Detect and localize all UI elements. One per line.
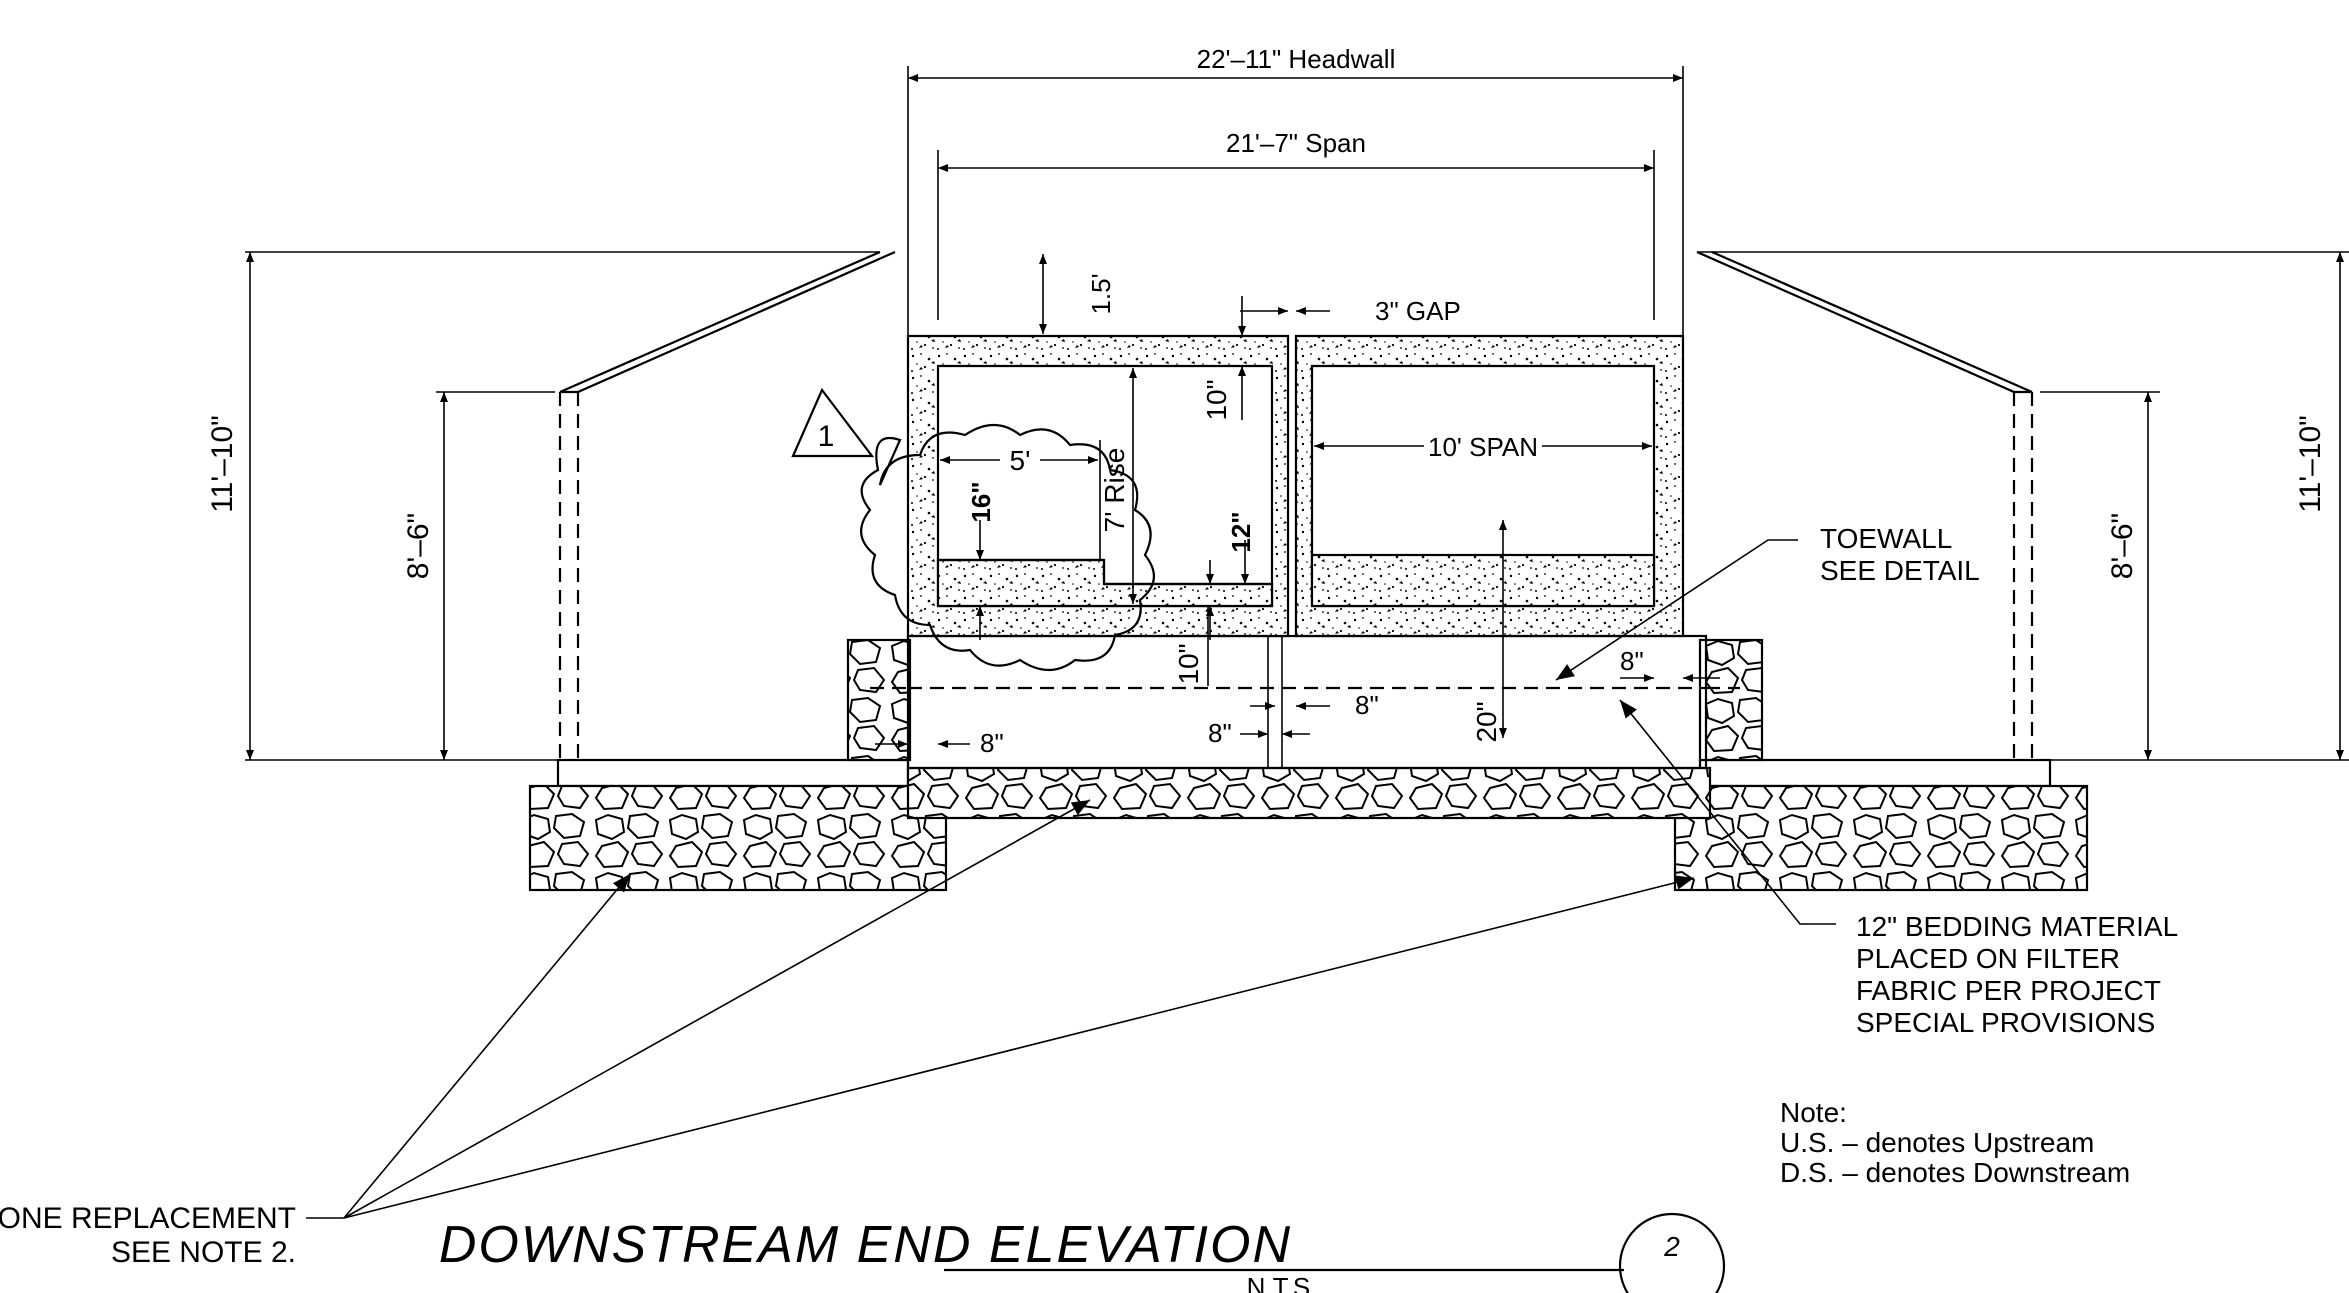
bottom-slab-dimension: 10" [1173, 606, 1209, 686]
drawing-title: DOWNSTREAM END ELEVATION [439, 1216, 1292, 1274]
footing-mid-left-label: 8" [1208, 718, 1232, 748]
left-wingwall-label: 8'–6" [402, 513, 435, 579]
bedding-line3: FABRIC PER PROJECT [1856, 975, 2161, 1006]
cover-dimension: 1.5' [1039, 254, 1116, 334]
bedding-16-dimension: 16" [966, 481, 996, 640]
toewall-line1: TOEWALL [1820, 523, 1952, 554]
bedding-12-label: 12" [1226, 511, 1256, 552]
bedding-16-label: 16" [966, 481, 996, 522]
bedding-line2: PLACED ON FILTER [1856, 943, 2120, 974]
toewall-8-dimension: 8" [1620, 646, 1720, 682]
bedding-line4: SPECIAL PROVISIONS [1856, 1007, 2155, 1038]
left-wingwall-height-dimension: 8'–6" [402, 391, 555, 760]
headwall-dimension: 22'–11" Headwall [907, 44, 1684, 336]
headwall-label: 22'–11" Headwall [1197, 44, 1396, 74]
cell-width-label: 5' [1010, 445, 1031, 476]
cell-width-dimension: 5' [940, 440, 1101, 560]
gap-label: 3" GAP [1375, 296, 1461, 326]
left-height-label: 11'–10" [206, 415, 239, 513]
stone-replacement [528, 638, 2089, 892]
toewall-depth-label: 20" [1471, 701, 1502, 742]
notes-line1: U.S. – denotes Upstream [1780, 1127, 2094, 1158]
right-span-label: 10' SPAN [1428, 432, 1538, 462]
top-slab-label: 10" [1201, 379, 1232, 420]
bedding-callout: 12" BEDDING MATERIAL PLACED ON FILTER FA… [1619, 699, 2178, 1038]
top-slab-dimension: 10" [1201, 296, 1246, 421]
right-wingwall-label: 8'–6" [2106, 513, 2139, 579]
bedding-12-dimension: 12" [1206, 511, 1256, 640]
toewall-callout: TOEWALL SEE DETAIL [1555, 523, 1980, 681]
gap-dimension: 3" GAP [1240, 296, 1461, 326]
right-span-dimension: 10' SPAN [1314, 428, 1652, 462]
revision-triangle: 1 [791, 387, 875, 458]
right-wingwall-height-dimension: 8'–6" [2040, 391, 2160, 760]
stone-line1: TONE REPLACEMENT [0, 1202, 296, 1235]
toewall-depth-dimension: 20" [1471, 520, 1507, 743]
detail-number: 2 [1663, 1231, 1680, 1262]
bottom-slab-label: 10" [1173, 643, 1204, 684]
stone-replacement-callout: TONE REPLACEMENT SEE NOTE 2. [0, 799, 1695, 1269]
notes-line2: D.S. – denotes Downstream [1780, 1157, 2130, 1188]
cover-label: 1.5' [1086, 273, 1116, 314]
footing-8-left-dimension: 8" [875, 728, 1004, 758]
box-culvert [906, 334, 1685, 638]
revision-number: 1 [818, 420, 835, 453]
span-label: 21'–7" Span [1226, 128, 1366, 158]
bedding-line1: 12" BEDDING MATERIAL [1856, 911, 2178, 942]
drawing-scale: N.T.S. [1247, 1272, 1318, 1293]
stone-line2: SEE NOTE 2. [111, 1236, 296, 1269]
notes-heading: Note: [1780, 1097, 1847, 1128]
rise-dimension: 7' Rise [1099, 368, 1137, 604]
revision-cloud [860, 423, 1155, 672]
footing-left-label: 8" [980, 728, 1004, 758]
left-height-dimension: 11'–10" [206, 252, 254, 760]
right-height-dimension: 11'–10" [2294, 252, 2344, 760]
footing-mid-right-label: 8" [1355, 690, 1379, 720]
notes-block: Note: U.S. – denotes Upstream D.S. – den… [1780, 1097, 2130, 1188]
right-height-label: 11'–10" [2294, 415, 2327, 513]
toewall-line2: SEE DETAIL [1820, 555, 1980, 586]
toewall-8-label: 8" [1620, 646, 1644, 676]
span-dimension: 21'–7" Span [937, 128, 1655, 320]
footing-8-mid-dimension: 8" 8" [1208, 690, 1379, 748]
rise-label: 7' Rise [1099, 448, 1130, 533]
drawing-title-block: DOWNSTREAM END ELEVATION N.T.S. 2 [439, 1212, 1726, 1293]
